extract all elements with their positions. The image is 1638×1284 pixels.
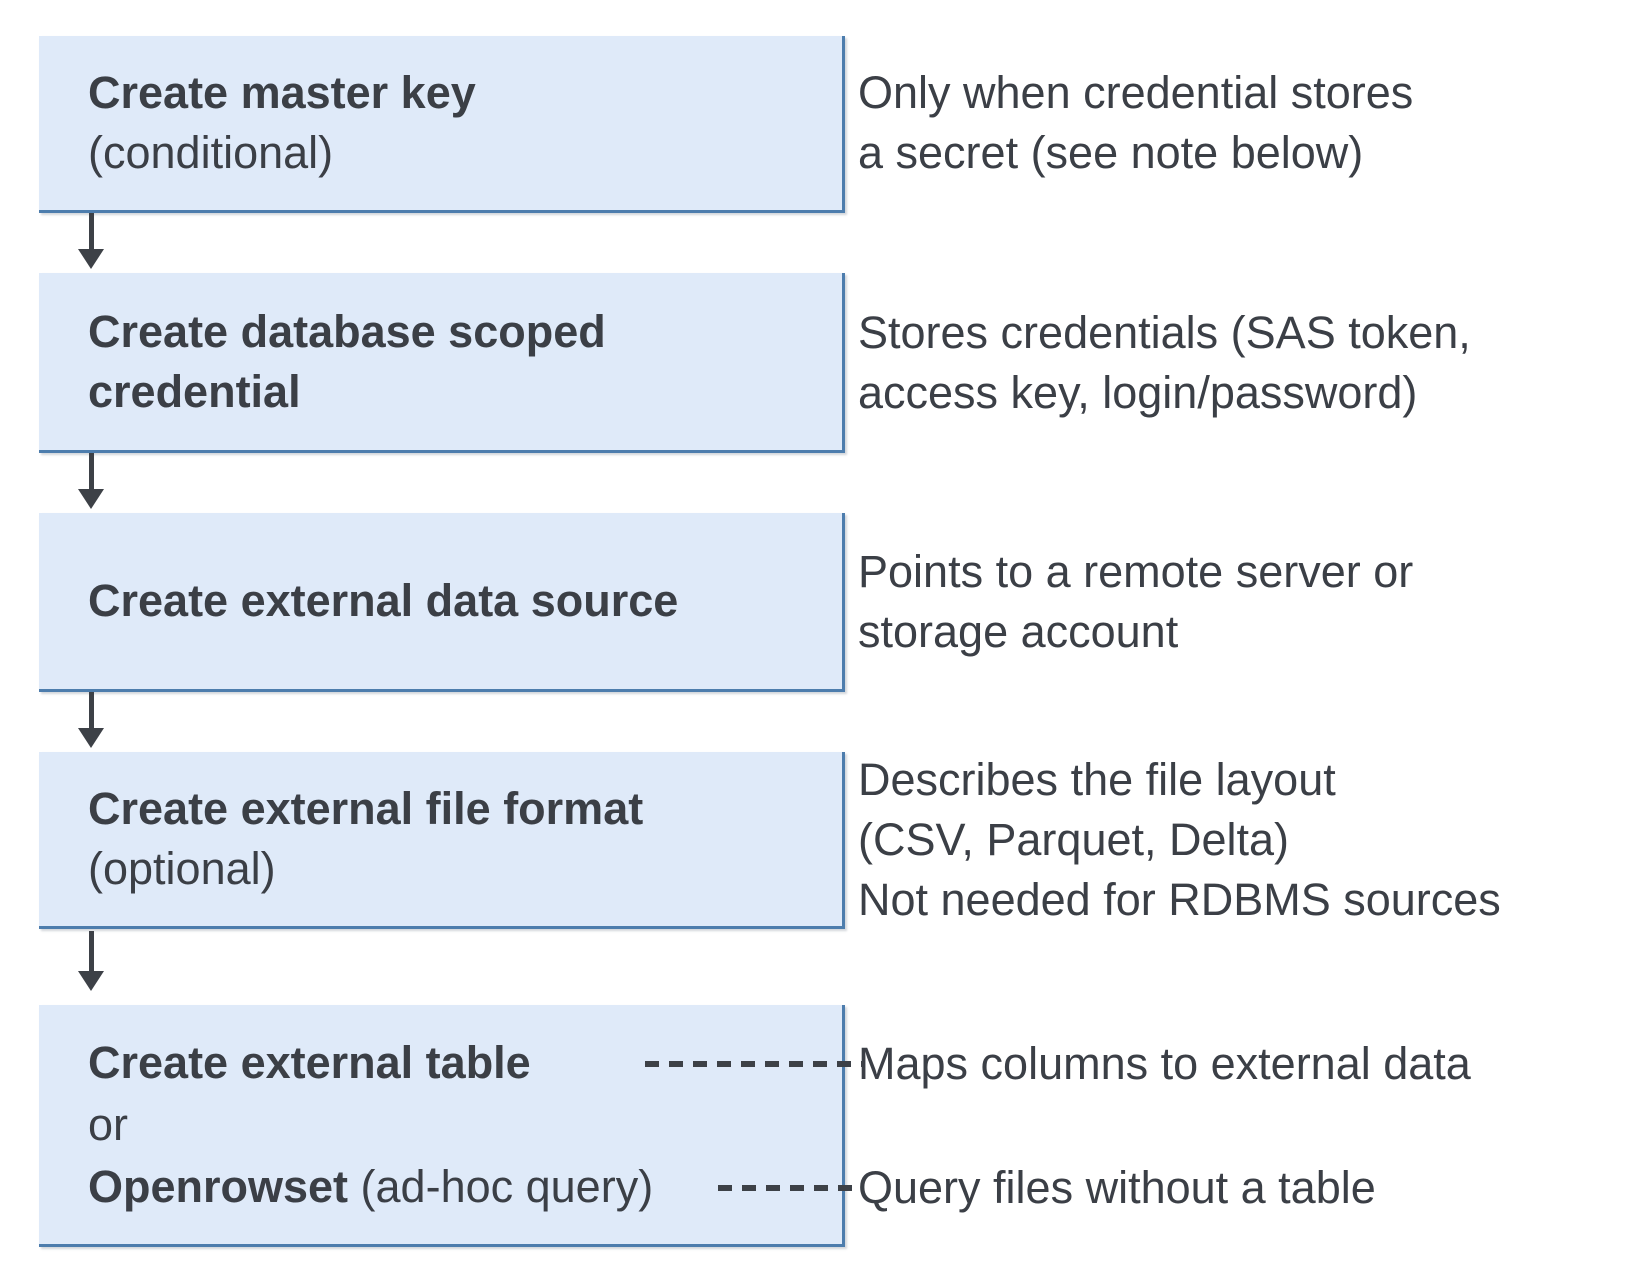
flow-step-external-file-format: Create external file format (optional) (39, 752, 845, 929)
note-master-key: Only when credential stores a secret (se… (858, 67, 1414, 178)
option-openrowset: Openrowset (ad-hoc query) (88, 1156, 814, 1218)
step-title: Create external data source (88, 575, 679, 626)
arrow-stem (88, 931, 94, 971)
down-arrow-icon (78, 213, 104, 269)
option-create-external-table: Create external table (88, 1036, 531, 1088)
conjunction-or: or (88, 1098, 129, 1150)
note-database-scoped-credential: Stores credentials (SAS token, access ke… (858, 307, 1471, 418)
arrow-head (78, 728, 104, 748)
flow-step-external-table-or-openrowset: Create external table or Openrowset (ad-… (39, 1005, 845, 1247)
note-openrowset: Query files without a table (858, 1162, 1376, 1213)
step-title: Create external file format (88, 783, 644, 834)
dashed-connector-external-table (645, 1061, 863, 1067)
step-subtitle: (conditional) (88, 127, 334, 178)
flow-step-external-data-source: Create external data source (39, 513, 845, 692)
down-arrow-icon (78, 453, 104, 509)
note-external-file-format: Describes the file layout (CSV, Parquet,… (858, 754, 1501, 925)
note-external-data-source: Points to a remote server or storage acc… (858, 546, 1414, 657)
openrowset-label: Openrowset (88, 1160, 349, 1212)
arrow-stem (88, 692, 94, 728)
step-title: Create master key (88, 67, 476, 118)
dashed-connector-openrowset (718, 1185, 860, 1191)
arrow-head (78, 971, 104, 991)
down-arrow-icon (78, 692, 104, 748)
step-subtitle: (optional) (88, 843, 276, 894)
step-title: Create database scoped credential (88, 305, 606, 417)
flow-step-create-master-key: Create master key (conditional) (39, 36, 845, 213)
arrow-stem (88, 213, 94, 249)
down-arrow-icon (78, 931, 104, 991)
note-external-table: Maps columns to external data (858, 1038, 1471, 1089)
arrow-head (78, 249, 104, 269)
arrow-stem (88, 453, 94, 489)
openrowset-qualifier: (ad-hoc query) (348, 1160, 654, 1212)
flow-step-database-scoped-credential: Create database scoped credential (39, 273, 845, 453)
arrow-head (78, 489, 104, 509)
